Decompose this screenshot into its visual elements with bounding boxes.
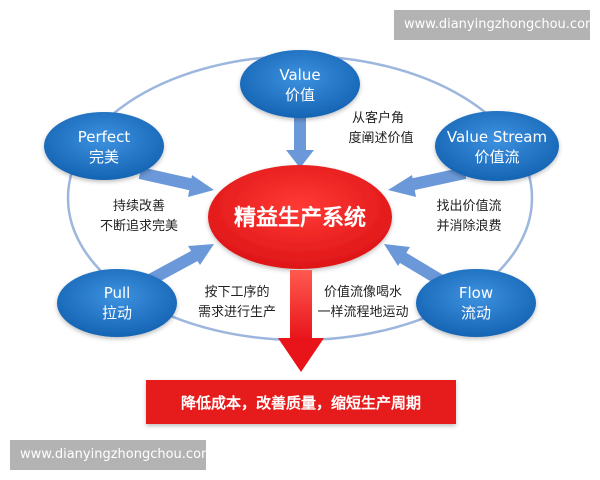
annotation-value-line2: 度阐述价值	[348, 130, 413, 146]
node-value: Value 价值	[240, 50, 360, 118]
arrow-value-to-center	[286, 112, 314, 168]
node-value-en: Value	[279, 66, 320, 84]
node-flow-zh: 流动	[461, 304, 491, 322]
annotation-value-line1: 从客户角	[352, 110, 404, 126]
arrow-flow-to-center	[384, 244, 444, 286]
arrow-perfect-to-center	[138, 167, 214, 197]
node-flow-en: Flow	[459, 284, 493, 302]
annotation-pull-line1: 按下工序的	[204, 284, 269, 300]
watermark-bottom: www.dianyingzhongchou.com	[10, 440, 214, 470]
center-oval	[208, 165, 392, 269]
node-value-zh: 价值	[285, 86, 315, 104]
annotation-perfect-line1: 持续改善	[113, 198, 165, 214]
watermark-top: www.dianyingzhongchou.com	[394, 10, 598, 40]
result-arrow	[278, 270, 324, 372]
node-pull-zh: 拉动	[102, 304, 132, 322]
node-perfect-en: Perfect	[78, 128, 131, 146]
annotation-perfect-line2: 不断追求完美	[100, 218, 178, 234]
node-flow: Flow 流动	[416, 269, 536, 337]
node-perfect-zh: 完美	[89, 148, 119, 166]
annotation-flow-line1: 价值流像喝水	[324, 284, 402, 300]
node-value-stream-zh: 价值流	[474, 148, 519, 166]
arrow-valuestream-to-center	[388, 167, 467, 197]
result-label: 降低成本，改善质量，缩短生产周期	[181, 394, 421, 412]
result-bar	[146, 380, 456, 424]
annotation-valuestream-line1: 找出价值流	[436, 198, 501, 214]
annotation-valuestream-line2: 并消除浪费	[436, 219, 501, 234]
annotation-pull-line2: 需求进行生产	[198, 305, 276, 320]
annotation-flow-line2: 一样流程地运动	[317, 305, 408, 320]
node-perfect: Perfect 完美	[44, 112, 164, 180]
center-label: 精益生产系统	[234, 205, 366, 231]
node-pull-en: Pull	[104, 284, 131, 302]
node-pull: Pull 拉动	[57, 269, 177, 337]
node-value-stream-en: Value Stream	[447, 128, 547, 146]
arrow-pull-to-center	[147, 244, 214, 286]
node-value-stream: Value Stream 价值流	[435, 111, 559, 181]
